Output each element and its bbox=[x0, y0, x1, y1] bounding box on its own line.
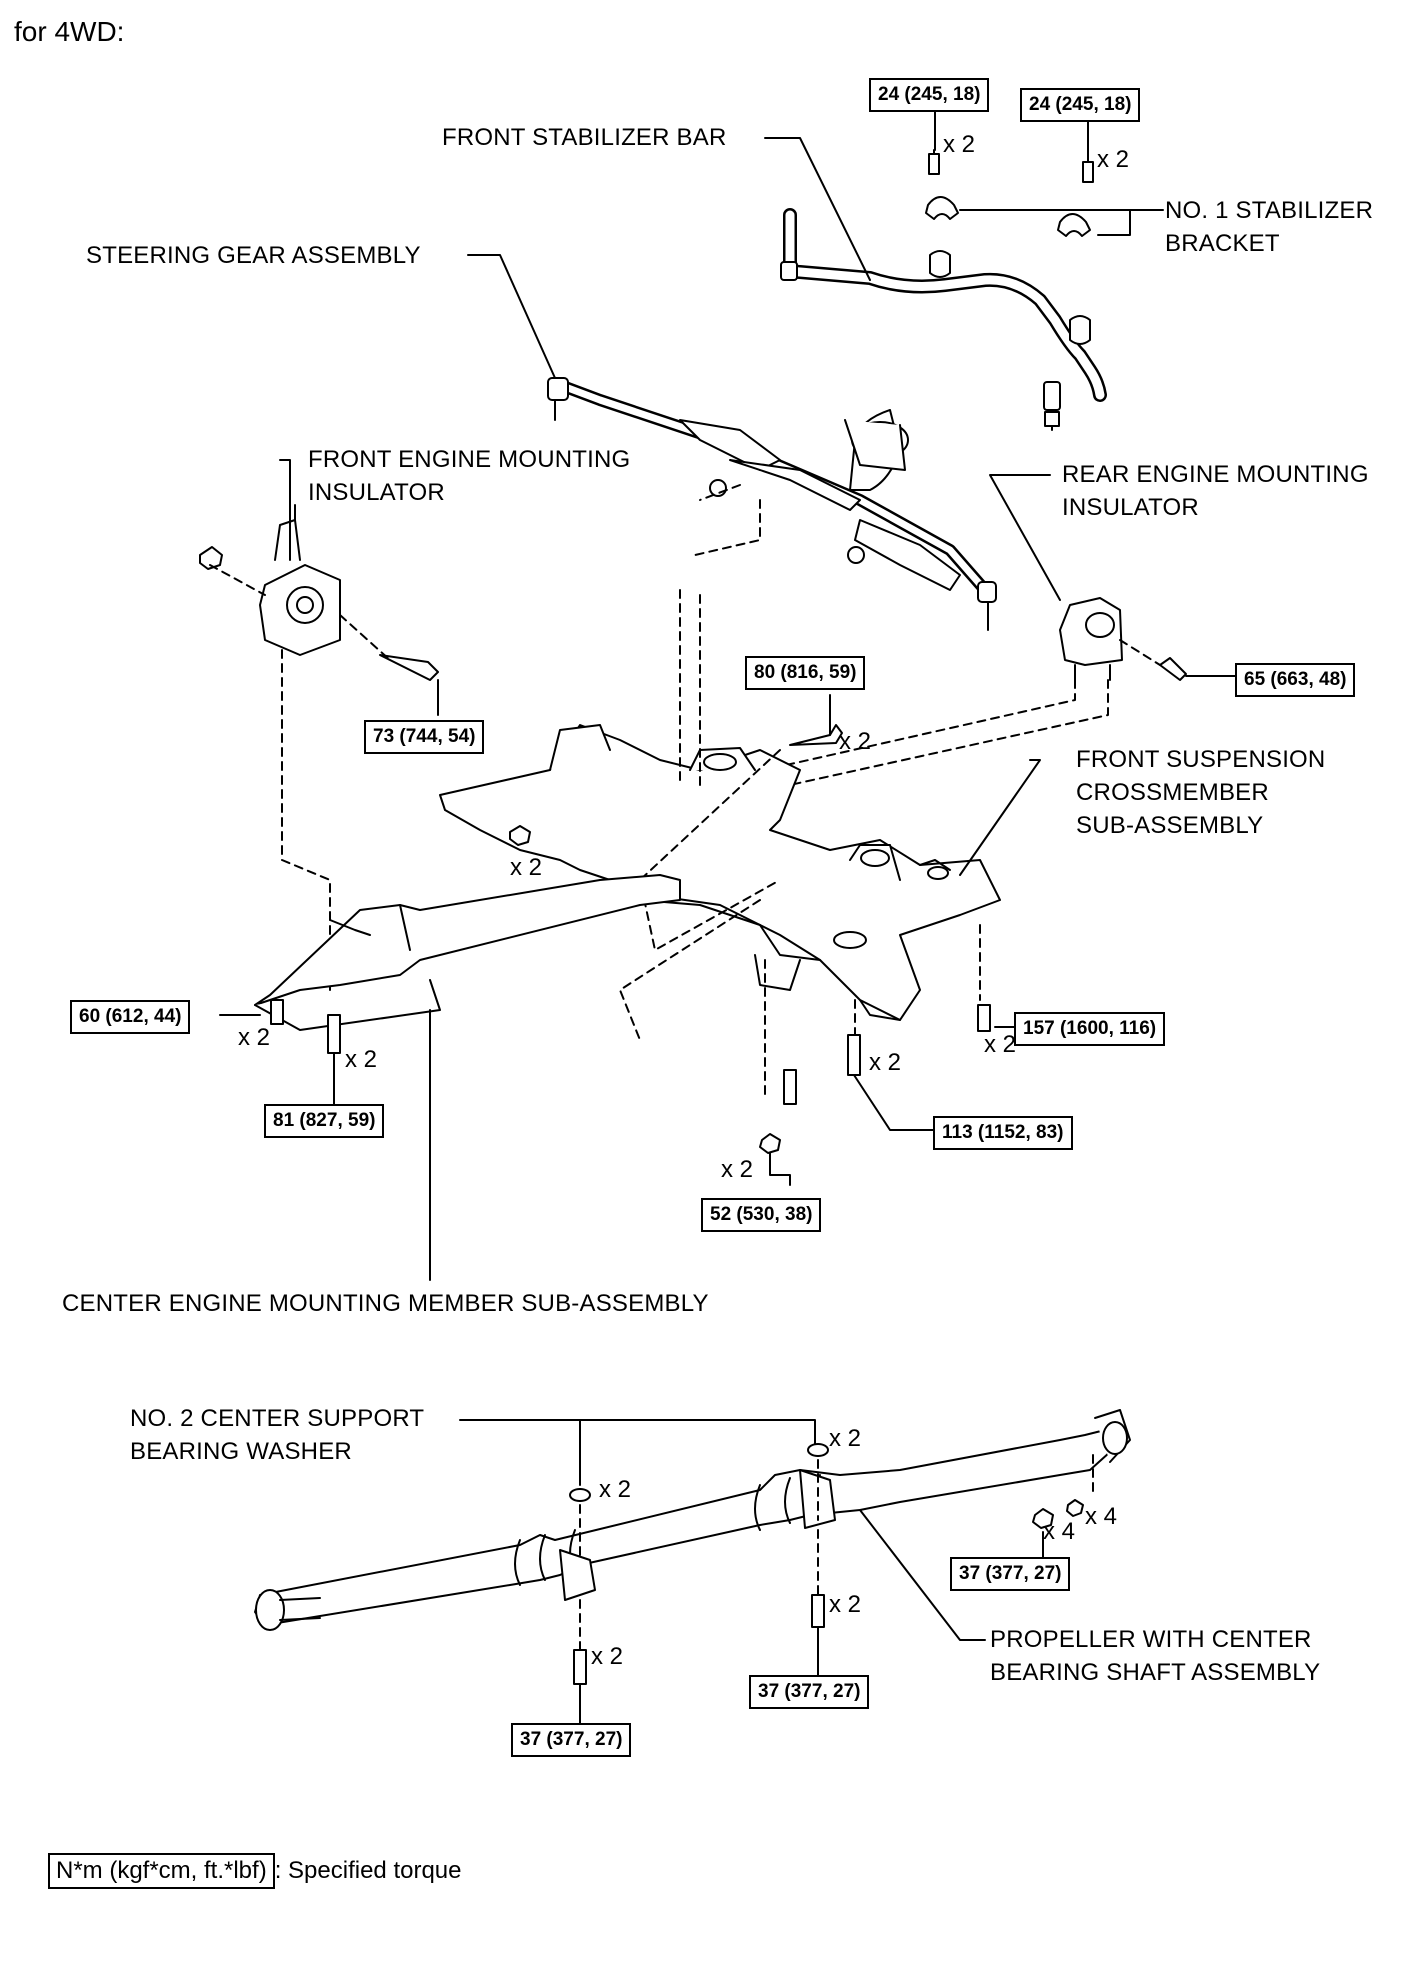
torque-box-center-member-front: 60 (612, 44) bbox=[70, 1000, 191, 1034]
label-rear-engine-mount-line1: REAR ENGINE MOUNTING bbox=[1062, 461, 1369, 488]
torque-box-bracket-left: 24 (245, 18) bbox=[869, 78, 990, 112]
label-front-engine-mount-line1: FRONT ENGINE MOUNTING bbox=[308, 446, 631, 473]
qty-prop-nuts-a: x 4 bbox=[1043, 1518, 1076, 1545]
qty-crossmember-rear: x 2 bbox=[984, 1031, 1017, 1058]
label-crossmember-line2: CROSSMEMBER bbox=[1076, 779, 1269, 806]
qty-prop-nuts-b: x 4 bbox=[1085, 1503, 1118, 1530]
label-no1-stabilizer-bracket-line1: NO. 1 STABILIZER bbox=[1165, 197, 1374, 224]
page-heading: for 4WD: bbox=[14, 16, 125, 47]
center-engine-mounting-member-drawing bbox=[254, 874, 681, 1031]
torque-box-center-member-rear: 81 (827, 59) bbox=[264, 1104, 385, 1138]
qty-bracket-left: x 2 bbox=[943, 131, 976, 158]
label-crossmember-line1: FRONT SUSPENSION bbox=[1076, 746, 1326, 773]
steering-gear-drawing bbox=[547, 377, 997, 631]
label-front-stabilizer-bar: FRONT STABILIZER BAR bbox=[442, 124, 727, 151]
qty-crossmember-lower: x 2 bbox=[869, 1049, 902, 1076]
torque-box-prop-bearing-right: 37 (377, 27) bbox=[749, 1675, 870, 1709]
torque-box-prop-flange: 37 (377, 27) bbox=[950, 1557, 1071, 1591]
qty-crossmember-nut: x 2 bbox=[510, 854, 543, 881]
label-steering-gear-assembly: STEERING GEAR ASSEMBLY bbox=[86, 242, 421, 269]
torque-box-crossmember-center: 52 (530, 38) bbox=[701, 1198, 822, 1232]
torque-box-bracket-right: 24 (245, 18) bbox=[1020, 88, 1141, 122]
torque-box-front-mount: 73 (744, 54) bbox=[364, 720, 485, 754]
label-propeller-shaft-line2: BEARING SHAFT ASSEMBLY bbox=[990, 1659, 1321, 1686]
qty-prop-bolt-right: x 2 bbox=[829, 1591, 862, 1618]
qty-crossmember-bolt: x 2 bbox=[839, 728, 872, 755]
label-front-engine-mount-line2: INSULATOR bbox=[308, 479, 445, 506]
torque-box-crossmember-lower: 113 (1152, 83) bbox=[933, 1116, 1073, 1150]
propeller-shaft-drawing bbox=[254, 1409, 1131, 1631]
legend-text: : Specified torque bbox=[274, 1857, 462, 1884]
label-crossmember-line3: SUB-ASSEMBLY bbox=[1076, 812, 1264, 839]
label-rear-engine-mount-line2: INSULATOR bbox=[1062, 494, 1199, 521]
torque-box-rear-mount: 65 (663, 48) bbox=[1235, 663, 1356, 697]
label-center-engine-mounting-member: CENTER ENGINE MOUNTING MEMBER SUB-ASSEMB… bbox=[62, 1290, 709, 1317]
legend-unit-box: N*m (kgf*cm, ft.*lbf) bbox=[48, 1853, 275, 1889]
qty-center-member-rear: x 2 bbox=[345, 1046, 378, 1073]
label-propeller-shaft-line1: PROPELLER WITH CENTER bbox=[990, 1626, 1312, 1653]
label-washer-line1: NO. 2 CENTER SUPPORT bbox=[130, 1405, 425, 1432]
rear-engine-mount-drawing bbox=[1059, 597, 1187, 681]
label-washer-line2: BEARING WASHER bbox=[130, 1438, 352, 1465]
qty-crossmember-center: x 2 bbox=[721, 1156, 754, 1183]
qty-prop-washer-right: x 2 bbox=[829, 1425, 862, 1452]
qty-prop-bolt-left: x 2 bbox=[591, 1643, 624, 1670]
torque-legend: N*m (kgf*cm, ft.*lbf) : Specified torque bbox=[48, 1853, 462, 1889]
torque-box-crossmember-bolt: 80 (816, 59) bbox=[745, 656, 866, 690]
front-engine-mount-drawing bbox=[199, 504, 439, 681]
qty-center-member-front: x 2 bbox=[238, 1024, 271, 1051]
front-stabilizer-bar-drawing bbox=[780, 208, 1107, 431]
qty-bracket-right: x 2 bbox=[1097, 146, 1130, 173]
stabilizer-brackets-drawing bbox=[925, 149, 1094, 237]
qty-prop-washer-left: x 2 bbox=[599, 1476, 632, 1503]
front-suspension-crossmember-drawing bbox=[439, 724, 1001, 1021]
torque-box-crossmember-rear: 157 (1600, 116) bbox=[1014, 1012, 1166, 1046]
label-no1-stabilizer-bracket-line2: BRACKET bbox=[1165, 230, 1280, 257]
torque-box-prop-bearing-left: 37 (377, 27) bbox=[511, 1723, 632, 1757]
